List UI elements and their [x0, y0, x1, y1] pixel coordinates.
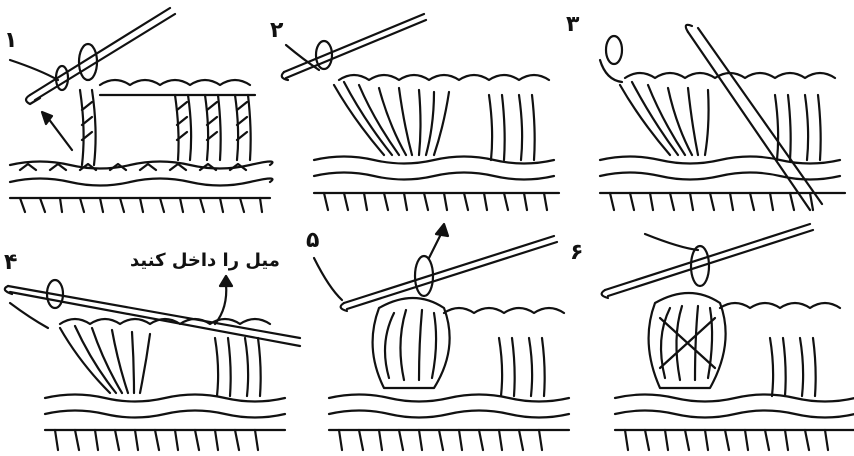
crochet-hook-icon [8, 286, 300, 346]
stitch-cluster [620, 82, 709, 155]
base-fabric [314, 157, 559, 211]
step-3-illustration [570, 0, 854, 228]
base-fabric [329, 395, 569, 451]
step-5-illustration [284, 228, 568, 456]
step-panel-2: ۲ [284, 0, 568, 228]
step-panel-5: ۵ [284, 228, 568, 456]
chain-row [100, 80, 250, 85]
chain-row [339, 75, 549, 80]
direction-arrow-icon [429, 232, 442, 258]
step-3-number: ۳ [566, 14, 579, 36]
chain-row [444, 308, 564, 313]
chain-row [720, 303, 840, 308]
base-fabric [615, 395, 854, 451]
stitch-cluster [334, 82, 449, 155]
base-fabric [10, 162, 273, 213]
base-fabric [45, 395, 285, 451]
step-panel-4: ۴ میل را داخل کنید [0, 228, 284, 456]
step-panel-3: ۳ [570, 0, 854, 228]
crochet-hook-icon [30, 8, 175, 100]
crochet-hook-icon [284, 14, 426, 78]
crochet-hook-icon [344, 236, 557, 309]
stitch-posts [80, 90, 251, 165]
step-panel-6: ۶ [570, 228, 854, 456]
step-6-illustration [570, 228, 854, 456]
step-4-number: ۴ [4, 252, 17, 274]
stitch-cluster [649, 293, 726, 388]
step-panel-1: ۱ [0, 0, 284, 228]
step-4-instruction: میل را داخل کنید [130, 250, 280, 271]
stitch-cluster [373, 298, 450, 388]
stitch-cluster [60, 326, 150, 393]
direction-arrow-icon [48, 118, 72, 150]
step-1-number: ۱ [4, 30, 17, 52]
step-5-number: ۵ [306, 230, 319, 252]
step-6-number: ۶ [570, 242, 583, 264]
step-1-illustration [0, 0, 284, 228]
yarn-loop-icon [606, 36, 622, 64]
step-2-illustration [284, 0, 568, 228]
step-2-number: ۲ [270, 20, 283, 42]
